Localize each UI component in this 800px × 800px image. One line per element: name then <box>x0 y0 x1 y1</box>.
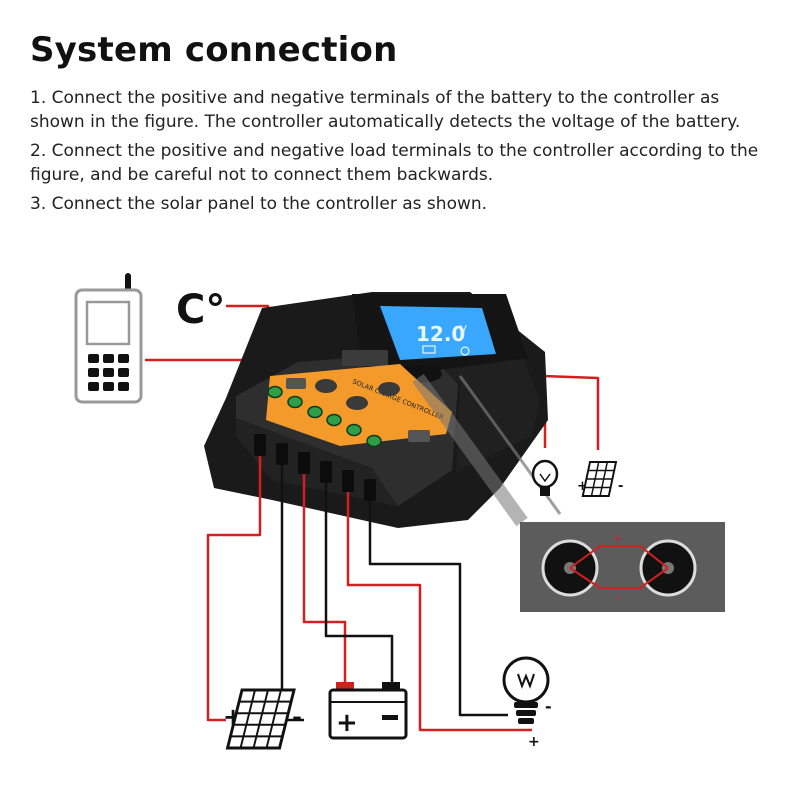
light-bulb-icon: - + <box>502 656 552 750</box>
load-negative-wire <box>368 501 508 717</box>
wiring-diagram: C° 12.0 V SOLAR CHARGE <box>74 273 725 750</box>
instruction-step-2: 2. Connect the positive and negative loa… <box>30 141 759 185</box>
terminal-zoom-box: + - <box>520 522 725 612</box>
battery-positive-wire <box>302 474 347 682</box>
zoom-minus-sign: - <box>616 590 621 606</box>
instruction-list: 1. Connect the positive and negative ter… <box>30 86 770 221</box>
load-positive-wire <box>346 492 532 732</box>
temperature-label: C° <box>176 287 225 333</box>
terminal-leds <box>267 385 382 448</box>
battery-negative-wire <box>324 483 394 682</box>
page-title: System connection <box>30 30 398 70</box>
lcd-display: 12.0 V <box>380 306 496 360</box>
lcd-reading: 12.0 <box>416 322 465 346</box>
mini-bulb-icon <box>531 459 559 496</box>
mini-solar-panel-icon: + - <box>577 461 623 497</box>
svg-text:-: - <box>618 479 623 494</box>
battery-icon: + <box>328 682 408 740</box>
charge-controller: 12.0 V SOLAR CHARGE CONTROLLER <box>204 292 548 528</box>
bulb-plus-sign: + <box>528 734 540 750</box>
phone-icon <box>74 273 143 404</box>
svg-text:-: - <box>292 703 302 731</box>
instruction-step-1: 1. Connect the positive and negative ter… <box>30 88 741 132</box>
zoom-plus-sign: + <box>613 532 622 545</box>
pv-positive-wire <box>206 456 262 722</box>
bulb-minus-sign: - <box>545 697 552 716</box>
instruction-step-3: 3. Connect the solar panel to the contro… <box>30 194 488 214</box>
svg-text:+: + <box>577 479 588 494</box>
solar-panel-icon: + - <box>223 688 302 750</box>
svg-text:+: + <box>336 708 358 738</box>
lcd-unit: V <box>460 324 467 335</box>
